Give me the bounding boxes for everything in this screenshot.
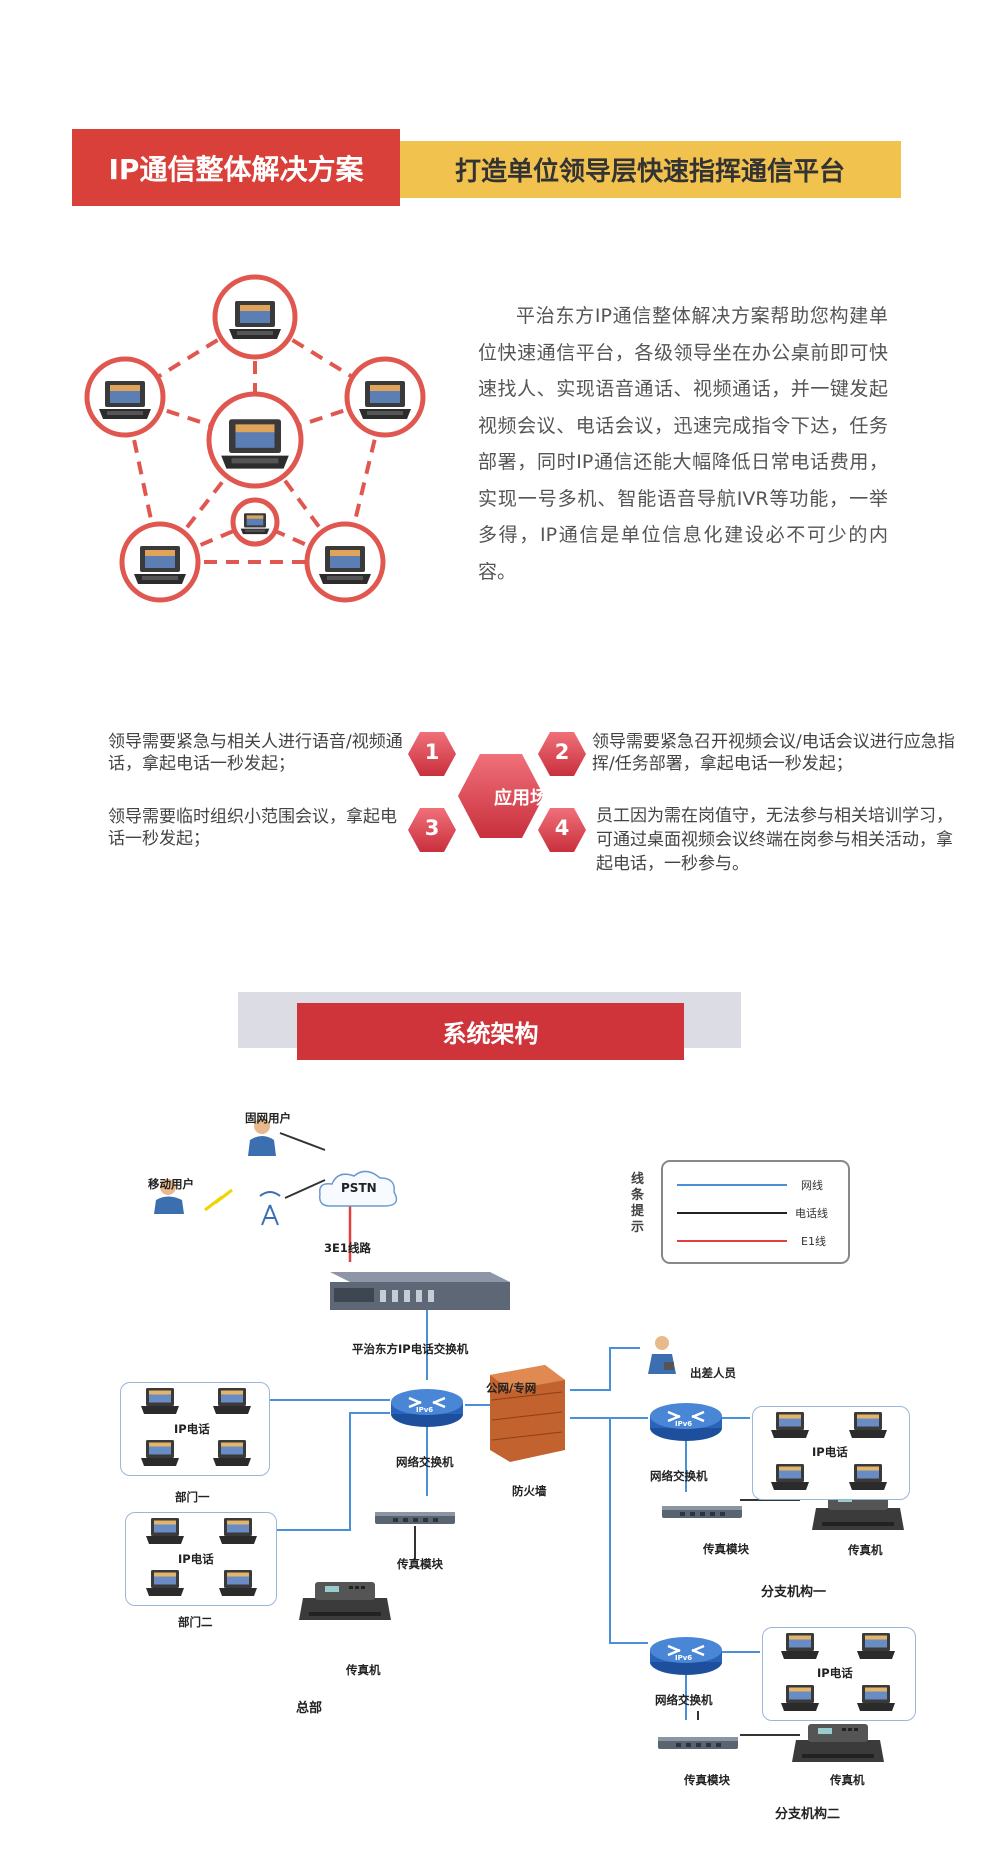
label-switch-hq: 网络交换机 [396,1455,454,1469]
scenario-text-2: 领导需要紧急召开视频会议/电话会议进行应急指挥/任务部署，拿起电话一秒发起； [592,732,955,774]
phone-network-graphic [84,274,426,603]
label-firewall: 防火墙 [512,1484,547,1498]
label-ip-pbx: 平治东方IP电话交换机 [352,1342,469,1356]
label-fax-module-hq: 传真模块 [397,1557,443,1571]
scenario-text-3: 领导需要临时组织小范围会议，拿起电话一秒发起； [108,807,397,849]
scenario-num-2: 2 [554,740,570,764]
mobile-user-icon [154,1179,233,1214]
scenario-hex-graphic [408,732,586,852]
label-branch2: 分支机构二 [775,1807,841,1822]
label-b2-fax: 传真机 [830,1773,865,1787]
label-mobile-user: 移动用户 [148,1177,194,1191]
intro-paragraph: 平治东方IP通信整体解决方案帮助您构建单位快速通信平台，各级领导坐在办公桌前即可… [478,305,888,583]
legend-line-network [677,1184,787,1186]
label-b1-phone: IP电话 [812,1445,848,1459]
label-b2-phone: IP电话 [817,1666,853,1680]
scenario-num-4: 4 [554,816,570,840]
label-hq: 总部 [296,1701,323,1716]
label-dept1: 部门一 [175,1490,210,1504]
legend-line-phone [677,1212,787,1214]
legend-box: 网线 电话线 E1线 [661,1160,850,1264]
architecture-diagram [154,1118,904,1762]
label-dept2: 部门二 [178,1615,213,1629]
firewall-icon [490,1365,565,1462]
label-traveler: 出差人员 [690,1366,736,1380]
label-fixed-user: 固网用户 [245,1111,291,1125]
scenario-center-label: 应用场景 [494,788,566,809]
fixed-user-icon [248,1118,276,1156]
legend-label-phone: 电话线 [795,1207,828,1220]
label-dept2-phone: IP电话 [178,1552,214,1566]
legend-label-e1: E1线 [801,1235,826,1248]
title-banner: IP通信整体解决方案 [72,129,400,206]
traveler-icon [648,1336,676,1374]
label-b1-fax: 传真机 [848,1543,883,1557]
label-pstn: PSTN [341,1181,377,1195]
label-e1-line: 3E1线路 [324,1241,371,1255]
label-fax-hq: 传真机 [346,1663,381,1677]
switch-b2-ipv6: IPv6 [675,1654,693,1662]
arch-title: 系统架构 [297,1003,684,1060]
switch-hq-ipv6: IPv6 [416,1406,434,1414]
pstn-cloud-icon [318,1170,398,1207]
label-switch-b1: 网络交换机 [650,1469,708,1483]
label-b2-fax-module: 传真模块 [684,1773,730,1787]
legend-line-e1 [677,1240,787,1242]
scenario-text-1: 领导需要紧急与相关人进行语音/视频通话，拿起电话一秒发起； [108,732,403,774]
switch-b1-ipv6: IPv6 [675,1420,693,1428]
label-public-net: 公网/专网 [486,1381,537,1395]
scenario-text-4: 员工因为需在岗值守，无法参与相关培训学习，可通过桌面视频会议终端在岗参与相关活动… [596,806,953,874]
scenario-num-3: 3 [424,816,440,840]
cell-tower-icon [259,1191,281,1226]
label-branch1: 分支机构一 [761,1585,827,1600]
ip-pbx-icon [330,1272,510,1310]
subtitle-banner-bg [399,141,901,198]
label-switch-b2: 网络交换机 [655,1693,713,1707]
subtitle-banner: 打造单位领导层快速指挥通信平台 [454,157,845,187]
legend-title: 线条提示 [631,1172,645,1235]
label-dept1-phone: IP电话 [174,1422,210,1436]
scenario-num-1: 1 [424,740,440,764]
label-b1-fax-module: 传真模块 [703,1542,749,1556]
legend-label-network: 网线 [801,1179,823,1192]
